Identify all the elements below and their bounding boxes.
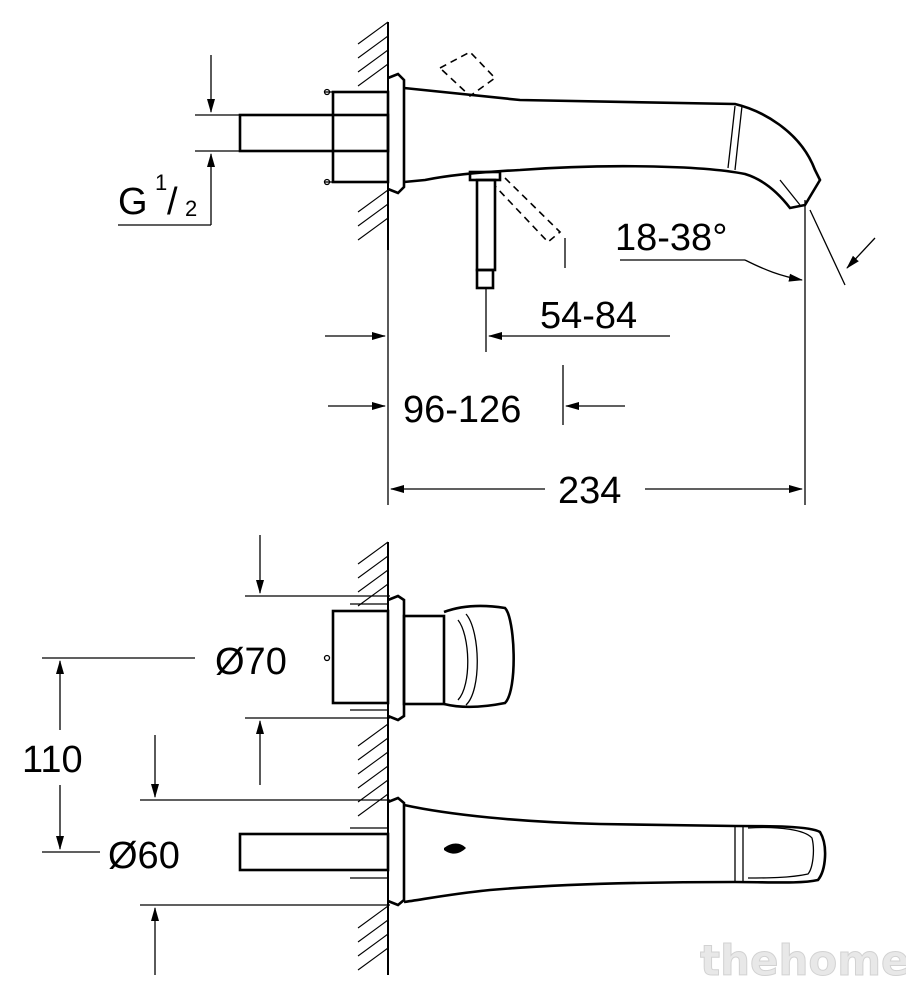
lever-offset-label: 54-84	[540, 295, 637, 337]
pipe-stub	[238, 113, 390, 153]
wall-hatch-line	[357, 63, 389, 87]
spacing-label: 110	[22, 739, 83, 781]
svg-text:/: /	[167, 181, 178, 223]
wall-hatch-line	[357, 793, 389, 817]
thread-denominator: 2	[185, 196, 197, 221]
wall-hatch-line	[357, 21, 389, 45]
dim-handle-diameter: Ø70	[215, 535, 390, 785]
handle-front	[323, 594, 515, 722]
wall-hatch-line	[357, 49, 389, 73]
wall-hatch-line	[357, 203, 389, 227]
handle-diameter-label: Ø70	[215, 641, 287, 683]
wall-hatch-line	[357, 583, 389, 607]
front-view: Ø70 110 Ø60	[22, 535, 827, 975]
wall-bottom	[357, 541, 389, 975]
wall-hatch-line	[357, 905, 389, 929]
wall-top	[357, 21, 389, 250]
thread-prefix: G	[118, 181, 148, 223]
wall-hatch-line	[357, 919, 389, 943]
wall-hatch-line	[357, 541, 389, 565]
watermark: thehome	[700, 936, 906, 985]
dim-angle: 18-38°	[615, 200, 876, 505]
dim-lever-offset: 54-84	[325, 295, 670, 340]
dim-spacing: 110	[22, 657, 195, 853]
dim-thread: G 1 / 2	[118, 55, 240, 226]
wall-hatch-line	[357, 189, 389, 213]
spout-side	[403, 86, 822, 210]
lever-side	[475, 178, 497, 352]
wall-hatch-line	[357, 947, 389, 971]
wall-hatch-line	[357, 555, 389, 579]
wall-hatch-line	[357, 723, 389, 747]
flange-top	[323, 72, 406, 195]
wall-hatch-line	[357, 751, 389, 775]
dim-wall-depth: 96-126	[328, 250, 625, 505]
wall-hatch-line	[357, 569, 389, 593]
rosette-diameter-label: Ø60	[108, 835, 180, 877]
wall-hatch-line	[357, 765, 389, 789]
wall-hatch-line	[357, 737, 389, 761]
spout-front	[238, 796, 827, 907]
wall-hatch-line	[357, 217, 389, 241]
wall-hatch-line	[357, 933, 389, 957]
brand-logo-icon	[444, 843, 466, 854]
angle-label: 18-38°	[615, 217, 727, 259]
wall-depth-label: 96-126	[403, 389, 521, 431]
wall-hatch-line	[357, 35, 389, 59]
thread-numerator: 1	[155, 170, 167, 195]
dim-rosette-diameter: Ø60	[108, 735, 390, 975]
dim-spout-length: 234	[390, 470, 803, 512]
lever-swing-dashed	[438, 51, 566, 268]
spout-length-label: 234	[558, 470, 621, 512]
side-view: G 1 / 2 18-38° 54-84 96-126	[118, 21, 876, 512]
wall-hatch-line	[357, 779, 389, 803]
